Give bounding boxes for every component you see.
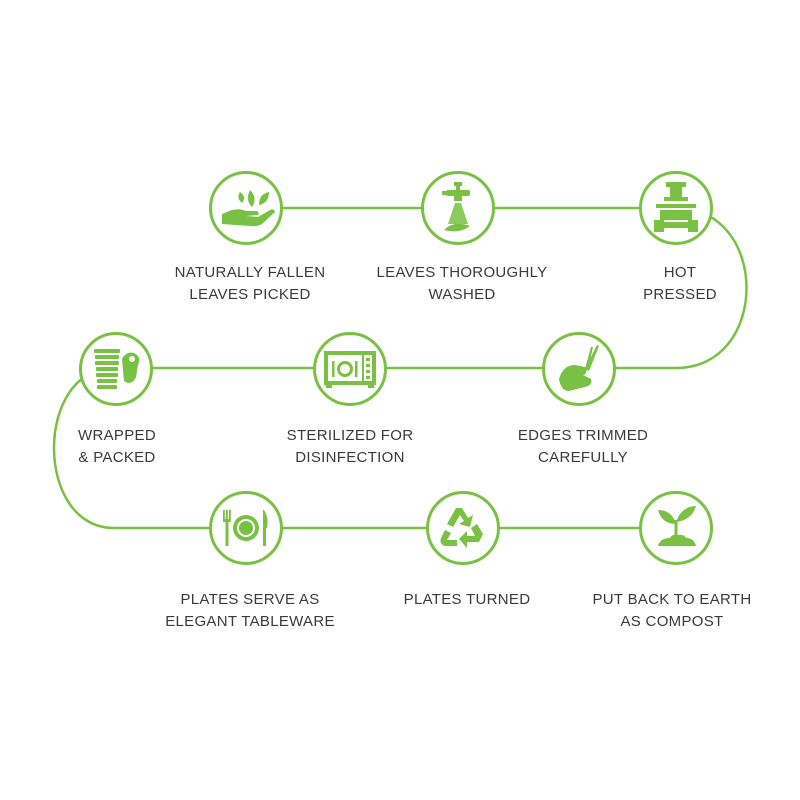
step-3-label: HOT PRESSED [643, 264, 717, 303]
step-6-label: WRAPPED & PACKED [78, 427, 156, 466]
stacked-plates-icon [94, 349, 140, 389]
scissors-hand-icon [559, 345, 599, 391]
sprout-icon [658, 506, 696, 546]
hot-press-icon [654, 182, 698, 232]
step-2-label: LEAVES THOROUGHLY WASHED [376, 264, 548, 303]
step-1-circle [209, 171, 283, 245]
step-7-circle [209, 491, 283, 565]
step-6-circle [79, 332, 153, 406]
step-8-label: PLATES TURNED [403, 591, 531, 608]
microwave-icon [324, 351, 376, 388]
step-1-label: NATURALLY FALLEN LEAVES PICKED [174, 264, 326, 303]
step-4-label: EDGES TRIMMED CAREFULLY [517, 427, 649, 466]
step-4-circle [542, 332, 616, 406]
recycle-icon [440, 508, 483, 548]
step-9-circle [639, 491, 713, 565]
step-3-circle [639, 171, 713, 245]
plate-cutlery-icon [223, 510, 268, 546]
hand-leaves-icon [222, 190, 275, 227]
step-7-label: PLATES SERVE AS ELEGANT TABLEWARE [165, 591, 335, 630]
step-5-label: STERILIZED FOR DISINFECTION [286, 427, 414, 466]
step-2-circle [421, 171, 495, 245]
water-tap-icon [442, 182, 470, 232]
step-5-circle [313, 332, 387, 406]
step-9-label: PUT BACK TO EARTH AS COMPOST [592, 591, 752, 630]
step-8-circle [426, 491, 500, 565]
